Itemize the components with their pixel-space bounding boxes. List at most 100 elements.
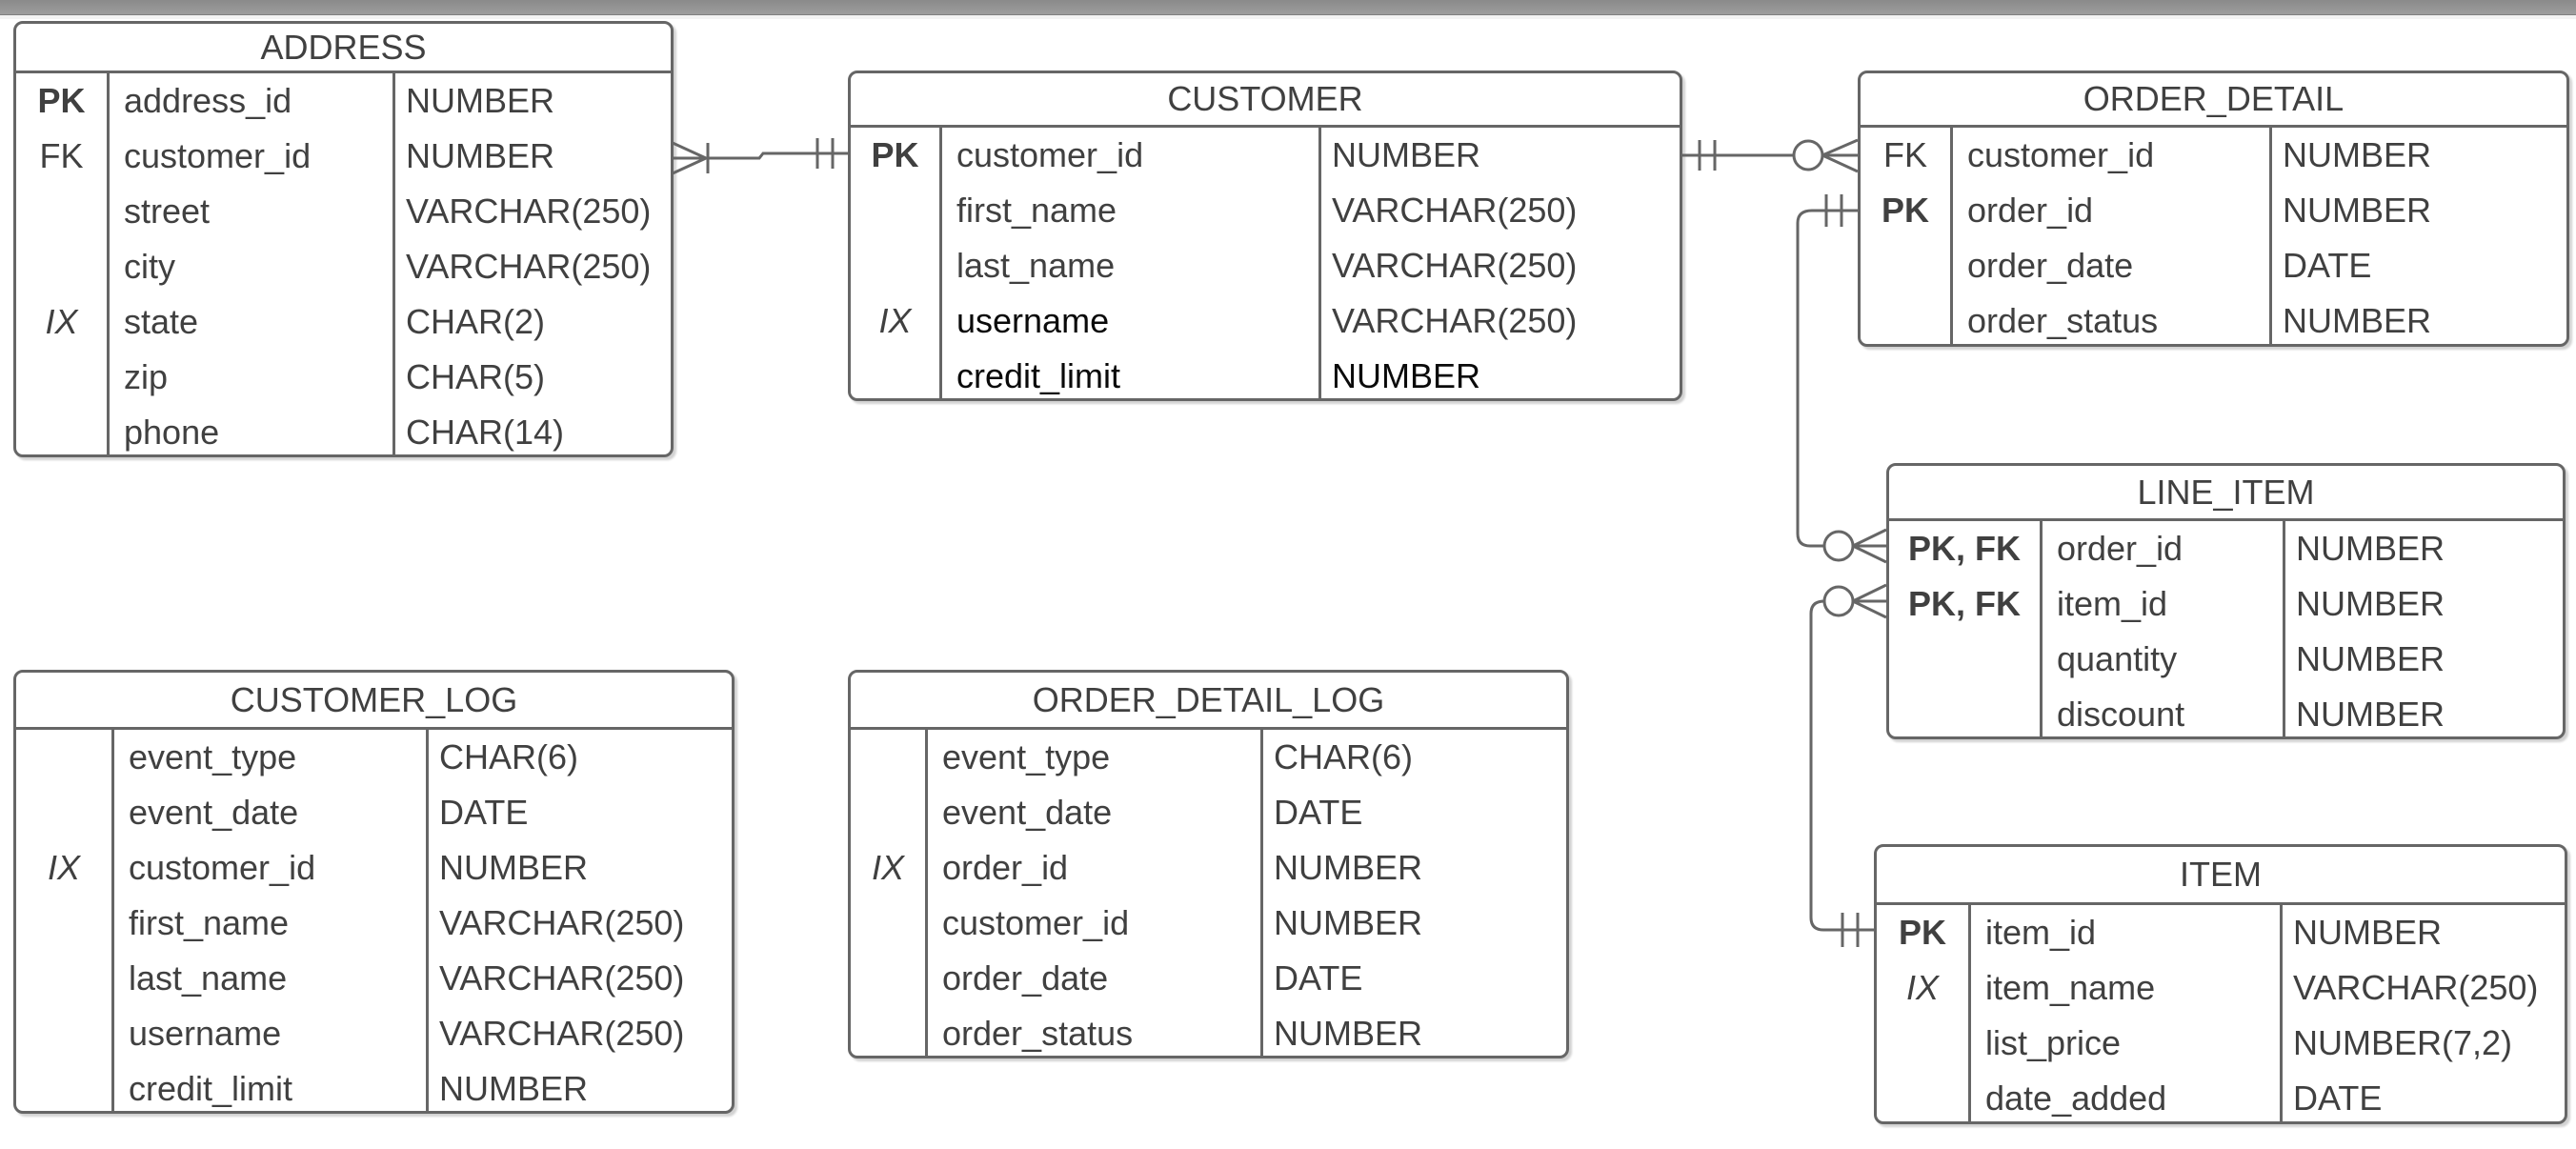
column-type: DATE [2283,246,2372,285]
column-name: quantity [2057,639,2178,678]
column-type: NUMBER [406,136,555,175]
column-name: customer_id [129,848,316,887]
exactly-one-ticks-icon [1698,140,1717,171]
column-name: item_id [1985,913,2097,952]
relationship-line[interactable] [1796,209,1858,548]
column-name: customer_id [956,135,1144,174]
column-divider [1318,128,1321,398]
column-type: NUMBER [2283,191,2432,230]
column-name: customer_id [1967,135,2155,174]
table-title: ITEM [1877,847,2565,905]
column-name: discount [2057,695,2185,734]
column-name: order_status [1967,301,2159,340]
column-type: VARCHAR(250) [439,958,685,998]
column-type: CHAR(14) [406,413,565,452]
key-cell: IX [878,301,912,340]
column-name: street [124,192,211,231]
column-type: VARCHAR(250) [1332,301,1578,340]
column-name: address_id [124,81,292,120]
column-type: NUMBER [2283,135,2432,174]
column-type: NUMBER [2283,301,2432,340]
table-row[interactable]: username VARCHAR(250) [16,1006,732,1061]
relationship-line[interactable] [1809,599,1874,932]
column-name: credit_limit [129,1069,293,1108]
column-type: NUMBER [2296,695,2445,734]
table-row[interactable]: last_name VARCHAR(250) [16,951,732,1006]
column-name: order_id [942,848,1069,887]
table-title: LINE_ITEM [1889,466,2563,521]
table-row[interactable]: order_date DATE [1861,238,2566,293]
column-type: NUMBER [439,848,589,887]
column-type: NUMBER [1332,356,1481,395]
column-name: order_date [1967,246,2134,285]
table-row[interactable]: phone CHAR(14) [16,405,671,454]
column-name: last_name [956,246,1116,285]
column-divider [426,730,429,1111]
column-type: NUMBER [439,1069,589,1108]
column-name: phone [124,413,220,452]
table-row[interactable]: discount NUMBER [1889,687,2563,736]
column-divider [392,73,395,454]
column-name: first_name [129,903,290,942]
column-type: NUMBER [1274,848,1423,887]
column-type: NUMBER [406,81,555,120]
column-type: DATE [1274,793,1363,832]
crowfoot-many-icon [672,141,707,175]
relationship-line[interactable] [672,151,848,160]
column-divider [925,730,928,1056]
column-name: customer_id [942,903,1130,942]
column-name: event_type [129,737,297,776]
column-type: VARCHAR(250) [439,1014,685,1053]
relationship-customer-order-detail[interactable] [1682,138,1859,173]
table-row[interactable]: credit_limit NUMBER [16,1061,732,1111]
table-row[interactable]: order_status NUMBER [1861,293,2566,344]
key-cell: FK [39,136,84,175]
relationship-address-customer[interactable] [672,138,848,175]
top-scrollbar[interactable] [0,0,2576,15]
column-name: order_id [2057,529,2184,568]
column-divider [2269,128,2272,344]
column-name: username [129,1014,282,1053]
column-name: last_name [129,958,288,998]
